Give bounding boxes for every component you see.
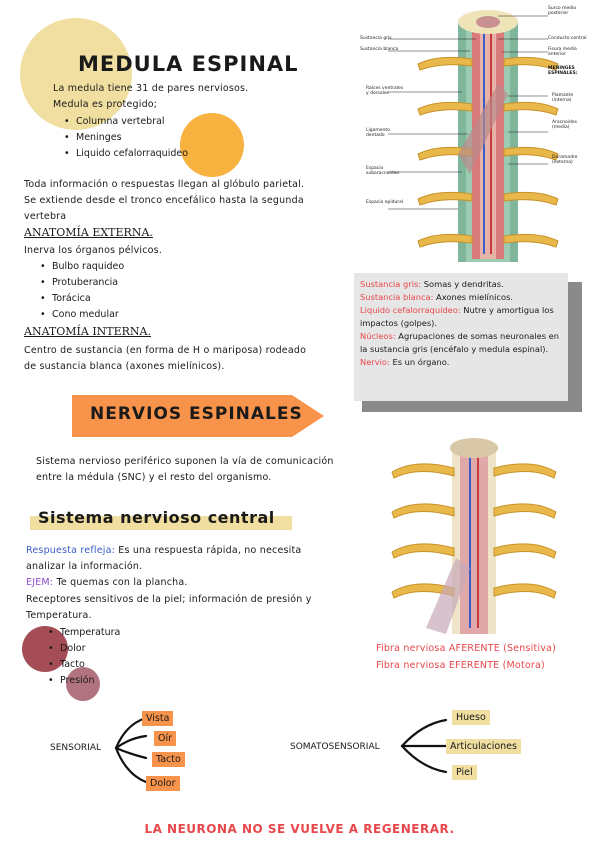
- fibra-eferente: Fibra nerviosa EFERENTE (Motora): [376, 660, 545, 671]
- snc-heading: Sistema nervioso central: [38, 508, 275, 527]
- def-desc: Somas y dendritas.: [423, 279, 504, 289]
- diagram-label: Sustancia blanca: [360, 47, 399, 52]
- diagram-label: Ligamento dentado: [366, 128, 390, 138]
- def-term: Núcleos:: [360, 331, 396, 341]
- sensorial-label: SENSORIAL: [50, 743, 102, 753]
- diagram-label: Fisura media anterior: [548, 47, 577, 57]
- spinal-cord-diagram: [388, 10, 559, 262]
- externa-list: Bulbo raquideo Protuberancia Torácica Co…: [34, 259, 124, 323]
- sensorial-item: Dolor: [146, 776, 180, 791]
- diagram-label: Piamadre (interna): [552, 93, 574, 103]
- snc-highlight: [30, 516, 292, 530]
- sensorial-item: Vista: [142, 711, 174, 726]
- list-item: Dolor: [48, 641, 120, 657]
- externa-heading: ANATOMÍA EXTERNA.: [24, 226, 153, 239]
- sensorial-item: Tacto: [152, 752, 185, 767]
- def-desc: Es un órgano.: [392, 357, 450, 367]
- def-desc: Agrupaciones de somas neuronales en la s…: [360, 331, 560, 354]
- list-item: Torácica: [40, 291, 124, 307]
- info-line3: vertebra: [24, 211, 67, 222]
- refleja-term: Respuesta refleja:: [26, 545, 116, 556]
- def-desc: Axones mielínicos.: [436, 292, 514, 302]
- diagram-label: Surco medio posterior: [548, 6, 577, 16]
- nervios-banner: [72, 395, 324, 437]
- ejem-term: EJEM:: [26, 577, 54, 588]
- somatosensorial-arrows: [400, 718, 448, 774]
- somatosensorial-item: Piel: [452, 765, 477, 780]
- sensorial-item: Oír: [154, 731, 177, 746]
- info-line1: Toda información o respuestas llegan al …: [24, 179, 305, 190]
- diagram-label: MENINGES ESPINALES:: [548, 66, 578, 76]
- interna-line2: de sustancia blanca (axones mielínicos).: [24, 361, 225, 372]
- interna-line1: Centro de sustancia (en forma de H o mar…: [24, 345, 307, 356]
- intro-line2: Medula es protegido;: [53, 99, 158, 110]
- list-item: Tacto: [48, 657, 120, 673]
- receptores-line1: Receptores sensitivos de la piel; inform…: [26, 594, 312, 605]
- spinal-nerves-diagram: [391, 438, 557, 634]
- def-desc: Nutre y amortigua los impactos (golpes).: [360, 305, 554, 328]
- footer-note: LA NEURONA NO SE VUELVE A REGENERAR.: [144, 822, 455, 836]
- def-term: Sustancia gris:: [360, 279, 422, 289]
- diagram-label: Espacio epidural: [366, 200, 404, 205]
- refleja-desc: Es una respuesta rápida, no necesita: [118, 545, 302, 556]
- externa-text: Inerva los órganos pélvicos.: [24, 245, 163, 256]
- decor-circle-large: [20, 18, 132, 130]
- refleja-line2: analizar la información.: [26, 561, 143, 572]
- def-term: Liquido cefalorraquideo:: [360, 305, 461, 315]
- diagram-label: Conducto central: [548, 36, 587, 41]
- refleja-line: Respuesta refleja: Es una respuesta rápi…: [26, 544, 301, 558]
- receptores-line2: Temperatura.: [26, 610, 92, 621]
- diagram-label: Aracnoides (media): [552, 120, 577, 130]
- nervios-line2: entre la médula (SNC) y el resto del org…: [36, 472, 272, 483]
- def-term: Nervio:: [360, 357, 390, 367]
- list-item: Meninges: [64, 130, 188, 146]
- somatosensorial-item: Articulaciones: [446, 739, 521, 754]
- ejem-line: EJEM: Te quemas con la plancha.: [26, 576, 188, 590]
- somatosensorial-item: Hueso: [452, 710, 490, 725]
- list-item: Cono medular: [40, 307, 124, 323]
- receptores-list: Temperatura Dolor Tacto Presión: [42, 625, 120, 689]
- intro-list: Columna vertebral Meninges Liquido cefal…: [58, 114, 188, 162]
- diagram-label: Espacio subaracnoideo: [366, 166, 400, 176]
- list-item: Liquido cefalorraquideo: [64, 146, 188, 162]
- decor-circle-orange: [180, 113, 244, 177]
- list-item: Bulbo raquideo: [40, 259, 124, 275]
- somatosensorial-label: SOMATOSENSORIAL: [290, 742, 380, 752]
- page-title: MEDULA ESPINAL: [78, 52, 299, 76]
- list-item: Presión: [48, 673, 120, 689]
- diagram-label: Raíces ventrales y dorsales: [366, 86, 404, 96]
- fibra-aferente: Fibra nerviosa AFERENTE (Sensitiva): [376, 643, 557, 654]
- definitions-box: Sustancia gris: Somas y dendritas. Susta…: [354, 273, 568, 401]
- list-item: Protuberancia: [40, 275, 124, 291]
- diagram-label: Sustancia gris: [360, 36, 392, 41]
- def-term: Sustancia blanca:: [360, 292, 434, 302]
- list-item: Columna vertebral: [64, 114, 188, 130]
- intro-line1: La medula tiene 31 de pares nerviosos.: [53, 83, 249, 94]
- nervios-line1: Sistema nervioso periférico suponen la v…: [36, 456, 334, 467]
- interna-heading: ANATOMÍA INTERNA.: [24, 325, 151, 338]
- nervios-heading: NERVIOS ESPINALES: [90, 404, 303, 424]
- info-line2: Se extiende desde el tronco encefálico h…: [24, 195, 304, 206]
- diagram-label: Duramadre (externa): [552, 155, 578, 165]
- ejem-desc: Te quemas con la plancha.: [56, 577, 188, 588]
- list-item: Temperatura: [48, 625, 120, 641]
